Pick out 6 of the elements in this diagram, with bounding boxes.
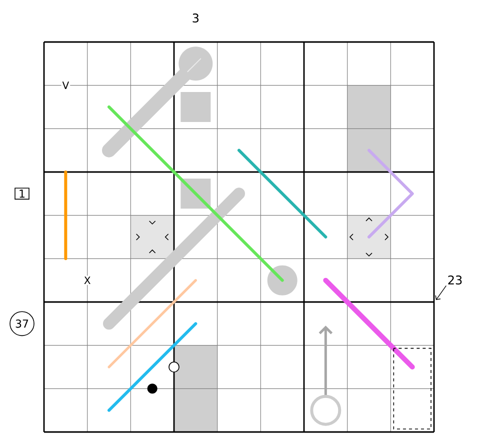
circled-clue: 37	[10, 311, 34, 336]
clue-number: 23	[448, 275, 462, 285]
clue-label: X	[82, 276, 92, 285]
clue-label: 3	[192, 13, 199, 23]
boxed-clue: 1	[14, 188, 30, 200]
clue-label: V	[61, 80, 70, 90]
